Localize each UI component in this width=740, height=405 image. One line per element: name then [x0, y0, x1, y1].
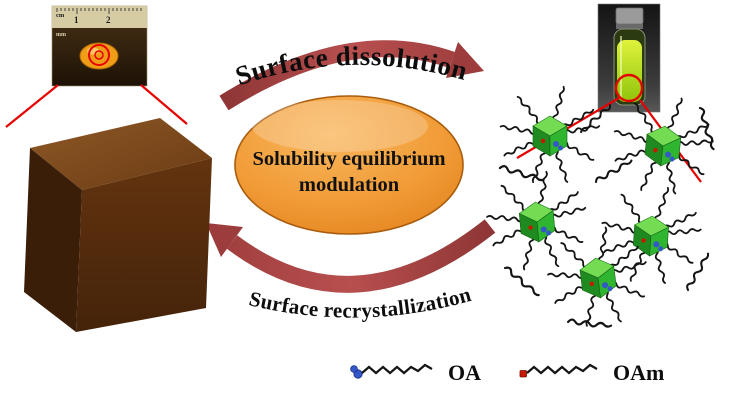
oam-red-head — [519, 370, 527, 378]
annotation-circle-vial — [614, 73, 644, 103]
legend-oam-item: OAm — [519, 360, 664, 385]
legend: OA OAm — [350, 360, 664, 385]
legend-oa-item: OA — [350, 360, 481, 385]
nanocrystal — [500, 87, 599, 183]
ruler-photo-inset: cm 1 2 mm — [51, 5, 148, 87]
ellipse-text-line1: Solubility equilibrium — [252, 148, 445, 170]
bulk-crystal-cube — [24, 118, 212, 332]
vial-photo-inset — [597, 3, 661, 113]
dissolution-arrow — [219, 40, 484, 111]
recrystallization-arrow — [206, 219, 496, 293]
oa-chain — [361, 363, 433, 375]
ruler-mm-label: mm — [56, 32, 66, 38]
vial-liquid — [617, 40, 642, 102]
nanocrystal-dispersion — [483, 87, 717, 331]
ruler-ticks — [56, 8, 142, 14]
annotation-circle-outer — [88, 44, 110, 66]
recrystallization-arrowhead — [206, 223, 243, 257]
ellipse-text-line2: modulation — [299, 174, 400, 196]
vial-cap-band — [616, 24, 643, 29]
bulk-cube-front-face — [76, 158, 212, 332]
bulk-cube-left-face — [24, 148, 82, 332]
oam-chain — [526, 363, 598, 375]
ruler-strip — [52, 6, 147, 28]
ellipse-gloss-highlight — [252, 100, 428, 152]
ruler-cm-label: cm — [56, 12, 65, 19]
oa-blue-sphere — [350, 365, 358, 373]
vial-cap — [615, 7, 644, 25]
dissolution-arrowhead — [446, 42, 484, 78]
annotation-circle-inner — [94, 50, 104, 60]
bulk-cube-top-face — [30, 118, 212, 190]
solubility-equilibrium-ellipse: Solubility equilibrium modulation — [234, 95, 464, 235]
ruler-number-1: 1 — [74, 15, 79, 25]
ruler-number-2: 2 — [106, 15, 111, 25]
legend-oam-label: OAm — [613, 360, 664, 385]
ruler-inset-callout-lines — [5, 84, 188, 128]
legend-oa-label: OA — [448, 360, 481, 385]
